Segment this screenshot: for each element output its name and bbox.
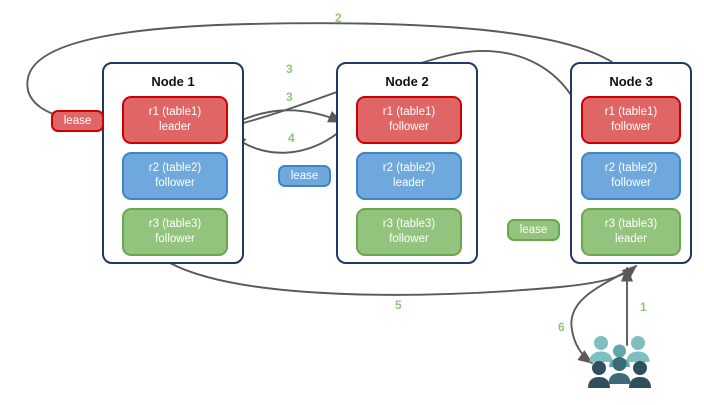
people-back-row <box>589 336 650 362</box>
replica-role: leader <box>159 121 191 133</box>
step-label-2: 2 <box>335 11 342 25</box>
replica-r1[interactable]: r1 (table1) follower <box>581 96 681 144</box>
replica-name: r1 (table1) <box>148 106 202 118</box>
replica-name: r2 (table2) <box>604 162 658 174</box>
step-label-4: 4 <box>288 131 295 145</box>
replica-role: leader <box>615 233 647 245</box>
replica-name: r1 (table1) <box>382 106 436 118</box>
lease-label: lease <box>290 170 319 182</box>
replica-role: follower <box>611 177 651 189</box>
replica-r3[interactable]: r3 (table3) follower <box>122 208 228 256</box>
lease-badge-r3[interactable]: lease <box>507 219 560 241</box>
replica-r1[interactable]: r1 (table1) follower <box>356 96 462 144</box>
replica-role: follower <box>155 233 195 245</box>
node-box-3[interactable]: Node 3 r1 (table1) follower r2 (table2) … <box>570 62 692 264</box>
replica-r2[interactable]: r2 (table2) follower <box>581 152 681 200</box>
people-front-row <box>588 361 651 388</box>
replica-role: follower <box>389 233 429 245</box>
replica-name: r2 (table2) <box>148 162 202 174</box>
replica-r3[interactable]: r3 (table3) follower <box>356 208 462 256</box>
step-label-5: 5 <box>395 298 402 312</box>
node-title: Node 1 <box>151 74 195 89</box>
replica-role: follower <box>389 121 429 133</box>
node-box-2[interactable]: Node 2 r1 (table1) follower r2 (table2) … <box>336 62 478 264</box>
node-title: Node 2 <box>385 74 429 89</box>
replica-name: r3 (table3) <box>604 218 658 230</box>
replica-name: r1 (table1) <box>604 106 658 118</box>
client-group[interactable] <box>588 335 660 393</box>
lease-badge-r1[interactable]: lease <box>51 110 104 132</box>
node-box-1[interactable]: Node 1 r1 (table1) leader r2 (table2) fo… <box>102 62 244 264</box>
step-label-6: 6 <box>558 320 565 334</box>
replica-role: follower <box>155 177 195 189</box>
replica-r3[interactable]: r3 (table3) leader <box>581 208 681 256</box>
step-label-3b: 3 <box>286 90 293 104</box>
edge-step-5 <box>169 262 638 296</box>
replica-role: follower <box>611 121 651 133</box>
lease-badge-r2[interactable]: lease <box>278 165 331 187</box>
step-label-3a: 3 <box>286 62 293 76</box>
replica-role: leader <box>393 177 425 189</box>
replica-r2[interactable]: r2 (table2) leader <box>356 152 462 200</box>
lease-label: lease <box>519 224 548 236</box>
lease-label: lease <box>63 115 92 127</box>
replica-r1[interactable]: r1 (table1) leader <box>122 96 228 144</box>
replica-r2[interactable]: r2 (table2) follower <box>122 152 228 200</box>
step-label-1: 1 <box>640 300 647 314</box>
replica-name: r3 (table3) <box>382 218 436 230</box>
replica-name: r2 (table2) <box>382 162 436 174</box>
node-title: Node 3 <box>609 74 653 89</box>
people-group-icon <box>588 336 651 388</box>
people-front-center <box>608 357 631 384</box>
replica-name: r3 (table3) <box>148 218 202 230</box>
